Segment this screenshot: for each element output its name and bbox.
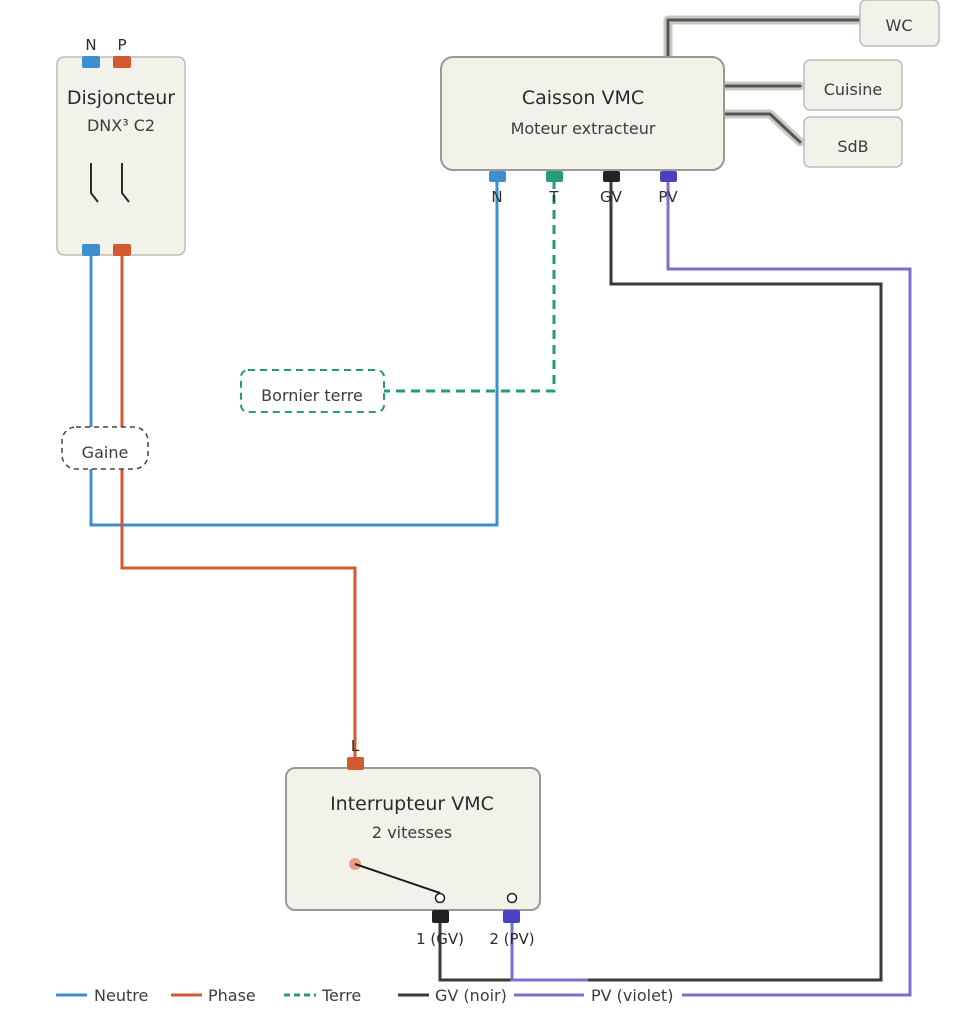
disjoncteur-label-n: N xyxy=(85,36,96,54)
wire-neutre xyxy=(89,180,499,527)
disjoncteur-model: DNX³ C2 xyxy=(87,116,155,135)
duct-sdb xyxy=(719,109,805,147)
interrupteur-title: Interrupteur VMC xyxy=(330,793,494,815)
disjoncteur-terminal-n-bottom xyxy=(82,244,100,256)
room-cuisine-box xyxy=(803,59,903,111)
room-wc-box xyxy=(859,0,940,47)
gaine-box xyxy=(61,426,149,470)
duct-sdb-inner xyxy=(722,112,802,144)
room-wc-label: WC xyxy=(886,16,913,35)
caisson-terminal-gv xyxy=(603,171,620,182)
duct-wc-inner xyxy=(666,18,862,59)
caisson-label-gv: GV xyxy=(600,188,623,206)
bornier-terre: Bornier terre xyxy=(240,369,385,413)
disjoncteur: N P Disjoncteur DNX³ C2 xyxy=(56,36,186,256)
wires xyxy=(89,180,912,997)
legend-phase-label: Phase xyxy=(208,986,256,1005)
ducts xyxy=(663,15,865,147)
disjoncteur-terminal-p-bottom xyxy=(113,244,131,256)
gaine: Gaine xyxy=(61,426,149,470)
interrupteur-label-2: 2 (PV) xyxy=(489,930,534,948)
room-cuisine-label: Cuisine xyxy=(824,80,883,99)
bornier-box xyxy=(240,369,385,413)
disjoncteur-title: Disjoncteur xyxy=(67,87,175,109)
interrupteur-label-1: 1 (GV) xyxy=(416,930,464,948)
caisson-label-pv: PV xyxy=(658,188,678,206)
caisson-label-t: T xyxy=(548,188,559,206)
rooms: WC Cuisine SdB xyxy=(803,0,940,168)
switch-contacts-icon xyxy=(90,163,130,203)
wire-pv-switch xyxy=(510,920,588,982)
caisson-vmc: Caisson VMC Moteur extracteur N T GV PV xyxy=(440,56,725,206)
legend-terre-label: Terre xyxy=(321,986,361,1005)
interrupteur-label-l: L xyxy=(351,737,360,755)
duct-wc xyxy=(663,15,865,62)
caisson-terminal-n xyxy=(489,171,506,182)
bornier-label: Bornier terre xyxy=(261,386,363,405)
disjoncteur-terminal-n-top xyxy=(82,56,100,68)
disjoncteur-terminal-p-top xyxy=(113,56,131,68)
room-sdb-label: SdB xyxy=(837,137,868,156)
legend-gv-label: GV (noir) xyxy=(435,986,507,1005)
interrupteur-box xyxy=(285,767,541,911)
room-sdb-box xyxy=(803,116,903,168)
legend-neutre-label: Neutre xyxy=(94,986,148,1005)
caisson-subtitle: Moteur extracteur xyxy=(511,119,656,138)
caisson-label-n: N xyxy=(491,188,502,206)
caisson-title: Caisson VMC xyxy=(522,87,644,109)
caisson-box xyxy=(440,56,725,171)
caisson-terminal-t xyxy=(546,171,563,182)
wire-gv xyxy=(438,180,883,982)
disjoncteur-label-p: P xyxy=(117,36,126,54)
selector-switch-icon xyxy=(349,858,518,904)
interrupteur-terminal-1 xyxy=(432,910,449,923)
interrupteur-subtitle: 2 vitesses xyxy=(372,823,452,842)
legend-pv-label: PV (violet) xyxy=(591,986,673,1005)
wire-phase xyxy=(120,253,357,760)
legend: Neutre Phase Terre GV (noir) PV (violet) xyxy=(56,986,673,1005)
interrupteur-terminal-2 xyxy=(503,910,520,923)
interrupteur-vmc: L Interrupteur VMC 2 vitesses 1 (GV) 2 (… xyxy=(285,737,541,948)
caisson-terminal-pv xyxy=(660,171,677,182)
wire-pv xyxy=(666,180,912,997)
gaine-label: Gaine xyxy=(82,443,129,462)
interrupteur-terminal-l xyxy=(347,757,364,770)
wire-terre xyxy=(384,180,556,393)
